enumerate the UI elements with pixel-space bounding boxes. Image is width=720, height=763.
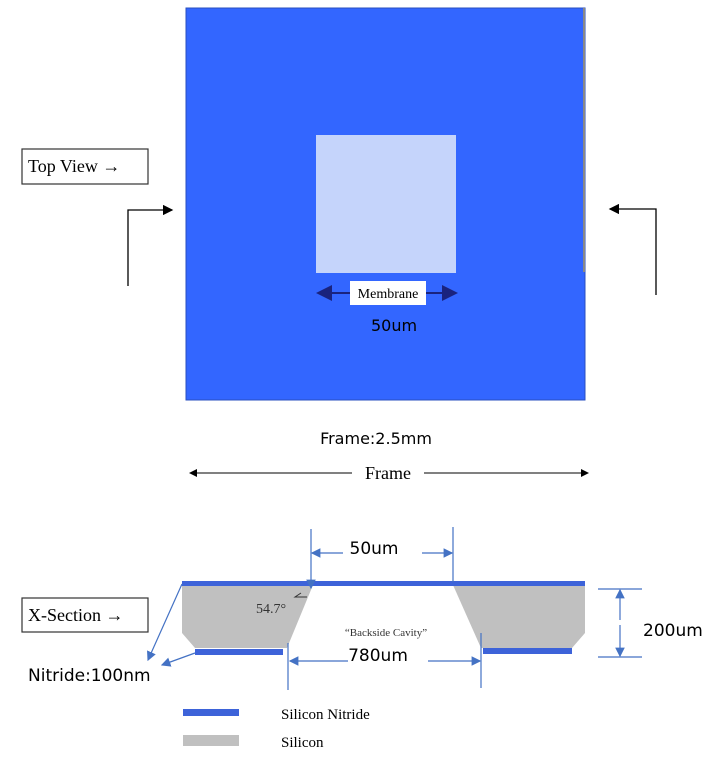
x-section-label-box — [21, 597, 149, 633]
section-cut-arrow-right — [608, 203, 657, 295]
angle-marker — [293, 592, 307, 598]
nitride-thickness: Nitride:100nm — [28, 666, 151, 686]
membrane-size: 50um — [371, 316, 417, 335]
legend-swatch-silicon — [183, 735, 239, 746]
legend-label-silicon: Silicon — [281, 735, 324, 751]
legend-swatch-nitride — [183, 709, 239, 716]
silicon-right — [453, 585, 585, 648]
legend-label-nitride: Silicon Nitride — [281, 707, 370, 723]
frame-size: Frame:2.5mm — [320, 429, 432, 448]
membrane-label-box — [350, 281, 426, 305]
silicon-left — [182, 585, 313, 648]
section-cut-arrow-left — [127, 204, 174, 286]
cavity-label: “Backside Cavity” — [345, 627, 427, 639]
nitride-pointer — [160, 652, 196, 667]
membrane-label: Membrane — [358, 287, 419, 302]
frame-label: Frame — [365, 463, 411, 483]
x-section-label: X-Section → — [28, 605, 123, 625]
nitride-bottom-left — [195, 649, 283, 655]
membrane-window — [316, 135, 456, 273]
nitride-pointer — [147, 583, 183, 662]
top-view-label-box — [21, 148, 149, 185]
etch-angle: 54.7° — [256, 602, 286, 617]
top-view-label: Top View → — [28, 156, 120, 176]
wafer-thickness: 200um — [643, 621, 703, 641]
frame-edge-strip — [583, 8, 585, 272]
cavity-width: 780um — [348, 646, 408, 666]
membrane-width: 50um — [350, 539, 399, 559]
nitride-top — [182, 581, 585, 586]
nitride-bottom-right — [483, 648, 572, 654]
